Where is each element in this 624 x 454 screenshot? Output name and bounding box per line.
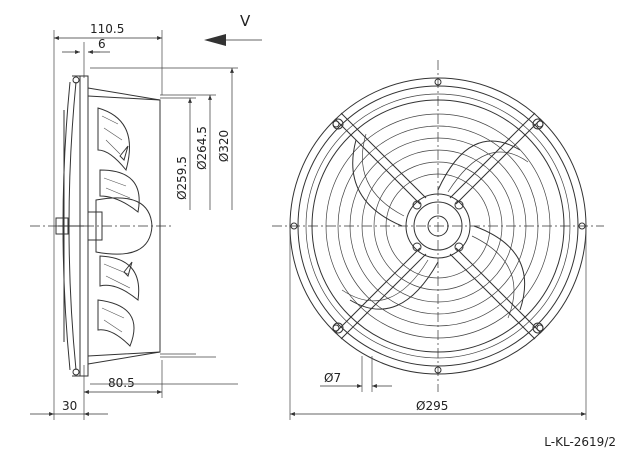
- side-view: 110.5 6 80.5 30 Ø259.5 Ø264.5 Ø320: [30, 22, 238, 420]
- dia-320: Ø320: [217, 130, 231, 162]
- arrow-left-icon: [204, 34, 226, 46]
- drawing-code: L-KL-2619/2: [544, 435, 616, 449]
- dim-offset: 30: [62, 399, 77, 413]
- dia-mount: Ø295: [416, 399, 448, 413]
- impeller-blades: [341, 133, 529, 319]
- dim-body: 80.5: [108, 376, 135, 390]
- dia-264-5: Ø264.5: [195, 126, 209, 170]
- airflow-indicator: V: [204, 12, 262, 46]
- guard-struts: [332, 112, 544, 340]
- front-view: Ø7 Ø295: [272, 60, 604, 420]
- airflow-label: V: [240, 12, 251, 30]
- dia-259-5: Ø259.5: [175, 156, 189, 200]
- dim-overall-depth: 110.5: [90, 22, 124, 36]
- dia-hole: Ø7: [324, 371, 341, 385]
- dim-flange: 6: [98, 37, 106, 51]
